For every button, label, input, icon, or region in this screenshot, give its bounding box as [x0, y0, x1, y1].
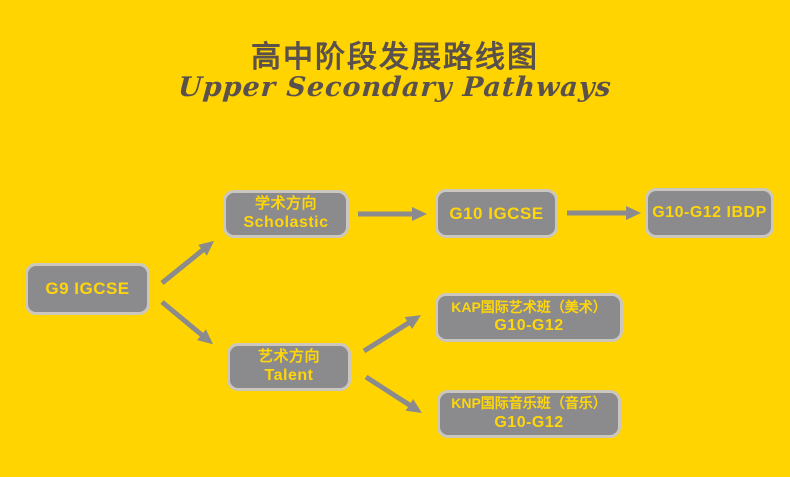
node-scholastic-label-en: Scholastic — [243, 214, 329, 232]
page-title: 高中阶段发展路线图 — [251, 41, 539, 74]
node-talent: 艺术方向 Talent — [227, 343, 351, 391]
node-kap-art-class-grades: G10-G12 — [494, 317, 564, 335]
node-g10-igcse: G10 IGCSE — [435, 189, 558, 238]
node-g9-igcse: G9 IGCSE — [25, 263, 150, 315]
arrow-talent-to-knp — [364, 374, 422, 414]
node-talent-label-en: Talent — [264, 367, 314, 385]
node-scholastic: 学术方向 Scholastic — [223, 190, 349, 238]
node-talent-label-cn: 艺术方向 — [257, 347, 320, 365]
arrow-g9-to-talent — [160, 300, 214, 345]
node-kap-art-class-label-cn: KAP国际艺术班（美术） — [451, 298, 607, 315]
node-g10-g12-ibdp: G10-G12 IBDP — [645, 188, 774, 238]
node-kap-art-class: KAP国际艺术班（美术） G10-G12 — [435, 293, 623, 342]
node-knp-music-class-grades: G10-G12 — [494, 413, 564, 431]
node-knp-music-class-label-cn: KNP国际音乐班（音乐） — [451, 395, 607, 412]
arrow-talent-to-kap — [362, 315, 421, 354]
node-knp-music-class: KNP国际音乐班（音乐） G10-G12 — [437, 390, 621, 438]
arrow-g9-to-scholastic — [160, 240, 215, 285]
node-g10-igcse-label: G10 IGCSE — [449, 203, 544, 223]
node-g9-igcse-label: G9 IGCSE — [45, 279, 130, 299]
node-g10-g12-ibdp-label: G10-G12 IBDP — [652, 204, 767, 221]
node-scholastic-label-cn: 学术方向 — [254, 194, 317, 212]
